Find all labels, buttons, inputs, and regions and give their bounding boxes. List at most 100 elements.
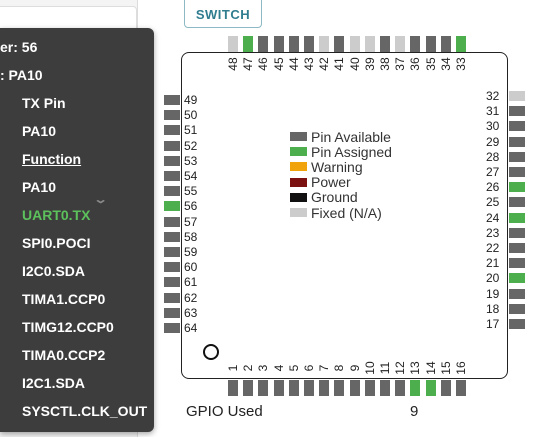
tx-pin-label: TX Pin bbox=[22, 95, 66, 111]
pin-2[interactable] bbox=[243, 380, 254, 396]
pin-17[interactable] bbox=[509, 319, 525, 329]
tx-pin-value: PA10 bbox=[22, 123, 56, 139]
legend-item: Warning bbox=[290, 159, 392, 175]
pin-37[interactable] bbox=[395, 36, 406, 52]
pin-number: 37 bbox=[393, 57, 408, 71]
pin-8[interactable] bbox=[334, 380, 345, 396]
pin-43[interactable] bbox=[304, 36, 314, 52]
pin-61[interactable] bbox=[164, 277, 180, 288]
pin-46[interactable] bbox=[258, 36, 269, 52]
pin-number: 18 bbox=[486, 301, 500, 316]
pin-54[interactable] bbox=[164, 171, 180, 181]
legend-label: Fixed (N/A) bbox=[311, 204, 382, 221]
pin-number: 52 bbox=[184, 138, 198, 153]
pin-55[interactable] bbox=[164, 186, 180, 197]
pin-22[interactable] bbox=[509, 243, 525, 253]
pin-15[interactable] bbox=[440, 380, 451, 396]
pin-23[interactable] bbox=[509, 227, 525, 238]
pin-30[interactable] bbox=[509, 121, 525, 132]
pin-56[interactable] bbox=[164, 201, 180, 212]
pin-64[interactable] bbox=[164, 323, 180, 333]
function-item[interactable]: TIMA1.CCP0 bbox=[22, 291, 106, 307]
pin-60[interactable] bbox=[164, 262, 180, 273]
pin-26[interactable] bbox=[509, 182, 525, 193]
pin-number: 50 bbox=[184, 108, 198, 123]
pin-number: 49 bbox=[184, 93, 198, 107]
pin-9[interactable] bbox=[349, 380, 360, 396]
pin-12[interactable] bbox=[395, 380, 406, 396]
pin-39[interactable] bbox=[364, 36, 375, 52]
pin-35[interactable] bbox=[425, 36, 436, 52]
pin-number: 2 bbox=[241, 364, 256, 372]
pin-34[interactable] bbox=[440, 36, 451, 52]
pin-16[interactable] bbox=[456, 380, 466, 396]
pin-number: 40 bbox=[347, 57, 362, 71]
pin-47[interactable] bbox=[243, 36, 254, 52]
pin-1[interactable] bbox=[228, 380, 238, 396]
pin-29[interactable] bbox=[509, 136, 525, 147]
legend-label: Power bbox=[311, 174, 351, 191]
pin-63[interactable] bbox=[164, 307, 180, 318]
pin-59[interactable] bbox=[164, 247, 180, 257]
pin-58[interactable] bbox=[164, 231, 180, 242]
pin-number: 56 bbox=[184, 199, 198, 214]
pin-14[interactable] bbox=[425, 380, 436, 396]
pin-4[interactable] bbox=[273, 380, 284, 396]
pin-number: 35 bbox=[423, 57, 438, 71]
legend-label: Pin Assigned bbox=[311, 143, 392, 160]
pin-13[interactable] bbox=[410, 380, 421, 396]
pin-44[interactable] bbox=[288, 36, 299, 52]
pin-number: 5 bbox=[286, 364, 301, 372]
legend-swatch bbox=[290, 162, 307, 172]
pin-32[interactable] bbox=[509, 91, 525, 101]
pin-number: 28 bbox=[486, 149, 500, 164]
pin-number: 19 bbox=[486, 286, 500, 301]
pin-38[interactable] bbox=[380, 36, 390, 52]
pin-31[interactable] bbox=[509, 106, 525, 117]
pin-24[interactable] bbox=[509, 212, 525, 223]
pin-48[interactable] bbox=[228, 36, 238, 52]
function-item[interactable]: SYSCTL.CLK_OUT bbox=[22, 403, 148, 419]
pin-36[interactable] bbox=[410, 36, 421, 52]
function-item[interactable]: UART0.TX bbox=[22, 207, 91, 223]
pin-27[interactable] bbox=[509, 167, 525, 177]
switch-button[interactable]: SWITCH bbox=[184, 0, 262, 28]
pin-11[interactable] bbox=[380, 380, 390, 396]
function-item[interactable]: SPI0.POCI bbox=[22, 235, 91, 251]
pin-number: 33 bbox=[454, 57, 468, 71]
pin-51[interactable] bbox=[164, 125, 180, 136]
function-item[interactable]: I2C0.SDA bbox=[22, 263, 86, 279]
pin-28[interactable] bbox=[509, 151, 525, 162]
function-item[interactable]: TIMG12.CCP0 bbox=[22, 319, 114, 335]
pin-50[interactable] bbox=[164, 110, 180, 121]
pin-45[interactable] bbox=[273, 36, 284, 52]
legend-swatch bbox=[290, 132, 307, 142]
pin-41[interactable] bbox=[334, 36, 345, 52]
pin-number: 27 bbox=[486, 165, 500, 179]
function-item[interactable]: I2C1.SDA bbox=[22, 375, 86, 391]
pin-5[interactable] bbox=[288, 380, 299, 396]
pin-21[interactable] bbox=[509, 258, 525, 269]
pin-42[interactable] bbox=[319, 36, 330, 52]
legend-item: Fixed (N/A) bbox=[290, 204, 392, 221]
gpio-used-count: 9 bbox=[410, 403, 419, 420]
legend-item: Pin Assigned bbox=[290, 143, 392, 160]
pin-62[interactable] bbox=[164, 292, 180, 303]
pin-20[interactable] bbox=[509, 273, 525, 284]
pin-33[interactable] bbox=[456, 36, 466, 52]
pin-number: 6 bbox=[302, 364, 316, 372]
pin-49[interactable] bbox=[164, 95, 180, 105]
pin-18[interactable] bbox=[509, 303, 525, 314]
pin-52[interactable] bbox=[164, 140, 180, 151]
pin-25[interactable] bbox=[509, 197, 525, 208]
pin-19[interactable] bbox=[509, 288, 525, 299]
pin-53[interactable] bbox=[164, 155, 180, 166]
pin-3[interactable] bbox=[258, 380, 269, 396]
function-item[interactable]: TIMA0.CCP2 bbox=[22, 347, 106, 363]
pin-7[interactable] bbox=[319, 380, 330, 396]
pin-40[interactable] bbox=[349, 36, 360, 52]
pin-6[interactable] bbox=[304, 380, 314, 396]
pin-57[interactable] bbox=[164, 216, 180, 227]
pin-10[interactable] bbox=[364, 380, 375, 396]
pin-number: 46 bbox=[256, 57, 271, 71]
